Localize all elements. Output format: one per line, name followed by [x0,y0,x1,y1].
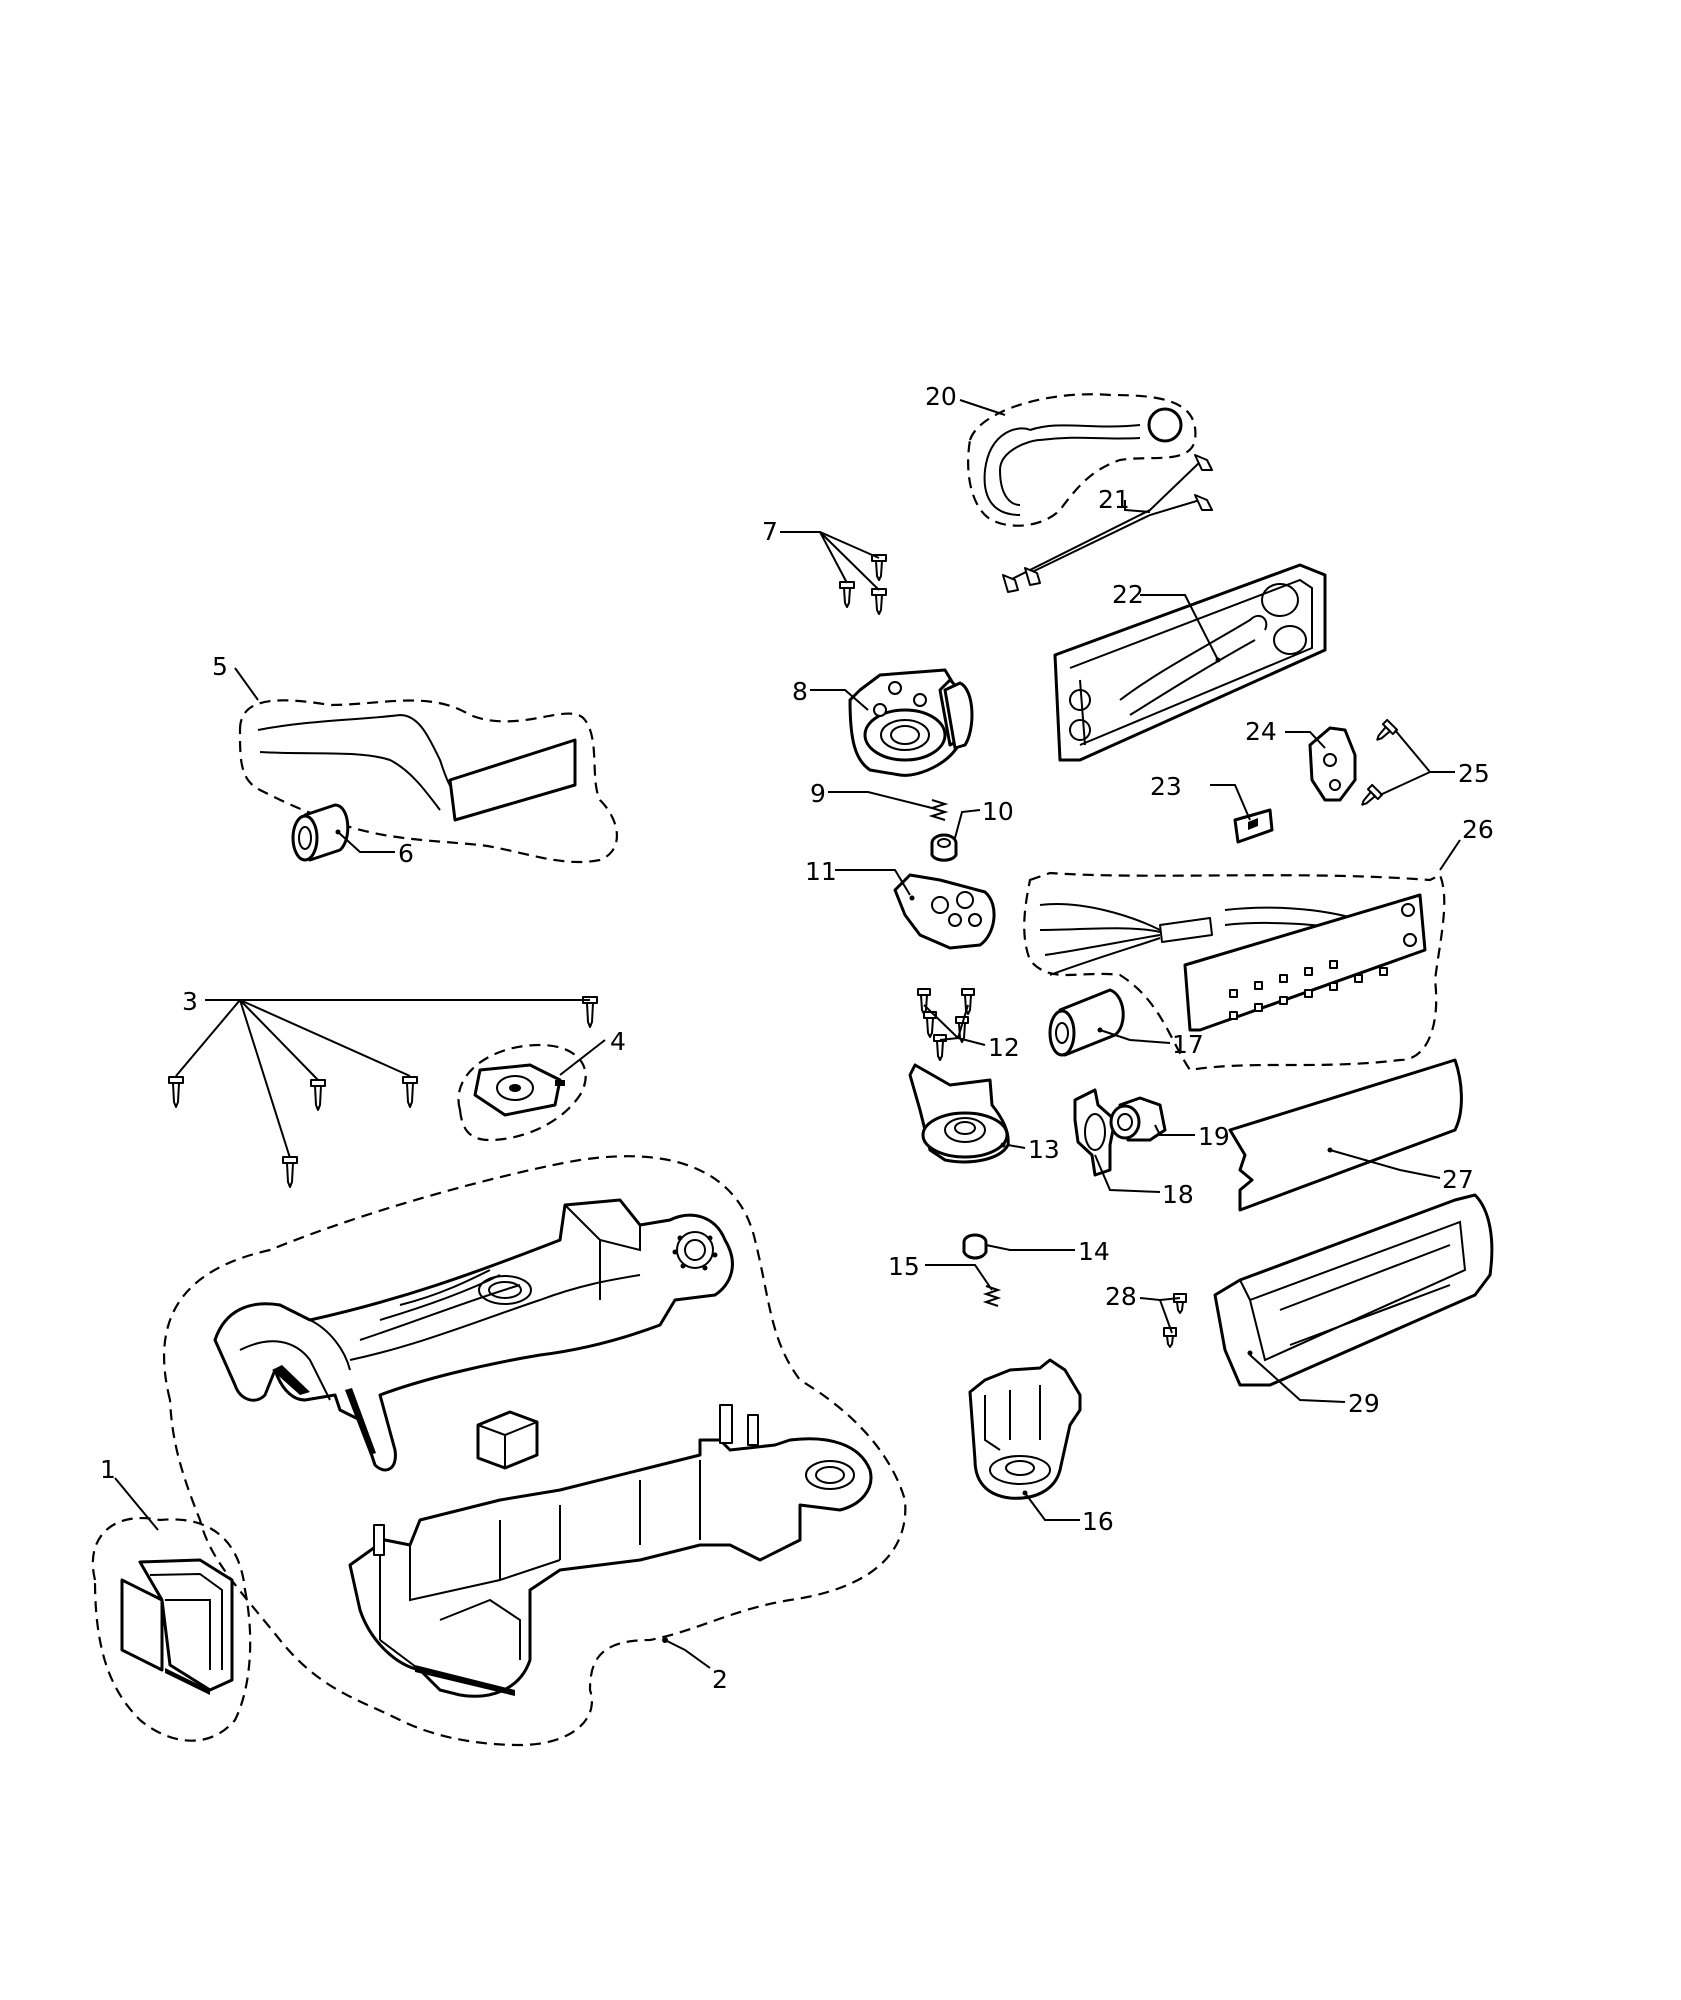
callout-17: 17 [1172,1030,1204,1059]
callout-4: 4 [610,1027,626,1056]
part-14-nut [962,1233,988,1260]
screw-icon [917,988,931,1015]
part-21-lead-wires [1002,454,1213,593]
part-11-mounting-plate [893,873,996,950]
callout-2: 2 [712,1665,728,1694]
callout-5: 5 [212,652,228,681]
part-22-battery-housing [1053,563,1327,762]
part-10-bushing [930,833,958,862]
callout-25: 25 [1458,759,1490,788]
part-26-pcb-assembly [1023,871,1446,1072]
callout-8: 8 [792,677,808,706]
part-20-handle-bail [967,393,1197,527]
part-1-terminal-cover [91,1517,252,1742]
screw-icon [961,988,975,1015]
screw-icon [1173,1293,1187,1314]
part-17-foam-sleeve [1048,988,1125,1057]
screw-icon [933,1034,947,1061]
part-15-spring [982,1285,1002,1307]
part-23-switch-button [1233,808,1274,844]
callout-14: 14 [1078,1237,1110,1266]
part-8-gear-housing [848,668,974,777]
callout-18: 18 [1162,1180,1194,1209]
screw-icon [839,581,855,608]
callout-24: 24 [1245,717,1277,746]
part-29-end-cap [1213,1193,1494,1387]
leader-lines [114,399,1461,1669]
part-18-gasket [1073,1088,1117,1177]
part-24-bracket [1308,726,1357,802]
callout-3: 3 [182,987,198,1016]
screw-icon [1376,718,1399,741]
callout-12: 12 [988,1033,1020,1062]
part-2-housing-assembly [162,1155,907,1747]
part-13-gear-cover [908,1063,1010,1164]
part-19-chuck-nut [1109,1096,1167,1142]
callout-1: 1 [100,1455,116,1484]
screw-icon [1163,1327,1177,1348]
part-4-led-assembly [457,1043,587,1142]
callout-22: 22 [1112,580,1144,609]
callout-10: 10 [982,797,1014,826]
callout-19: 19 [1198,1122,1230,1151]
screw-icon [402,1076,418,1108]
screw-icon [871,554,887,581]
part-25-screws [1361,718,1399,806]
part-6-foam-sleeve [291,803,350,862]
callout-16: 16 [1082,1507,1114,1536]
pcb-pads [1229,960,1388,1020]
part-16-switch-housing [968,1358,1082,1500]
callout-7: 7 [762,517,778,546]
callout-11: 11 [805,857,837,886]
callout-26: 26 [1462,815,1494,844]
callout-23: 23 [1150,772,1182,801]
callout-29: 29 [1348,1389,1380,1418]
callout-15: 15 [888,1252,920,1281]
callout-28: 28 [1105,1282,1137,1311]
callout-6: 6 [398,839,414,868]
callout-13: 13 [1028,1135,1060,1164]
part-7-screws [839,554,887,615]
screw-icon [1361,783,1384,806]
screw-icon [582,996,598,1028]
screw-icon [168,1076,184,1108]
screw-icon [310,1079,326,1111]
callout-20: 20 [925,382,957,411]
screw-icon [871,588,887,615]
part-3-screws [168,996,598,1188]
part-5-wire-harness [238,699,618,864]
callout-27: 27 [1442,1165,1474,1194]
callout-21: 21 [1098,485,1130,514]
part-12-screws [917,988,975,1061]
callout-numbers: 1 2 3 4 5 6 7 8 9 10 11 12 13 14 15 16 1… [100,382,1494,1694]
callout-9: 9 [810,779,826,808]
screw-icon [282,1156,298,1188]
part-9-spring [928,799,949,821]
part-27-label-plate [1228,1058,1463,1212]
